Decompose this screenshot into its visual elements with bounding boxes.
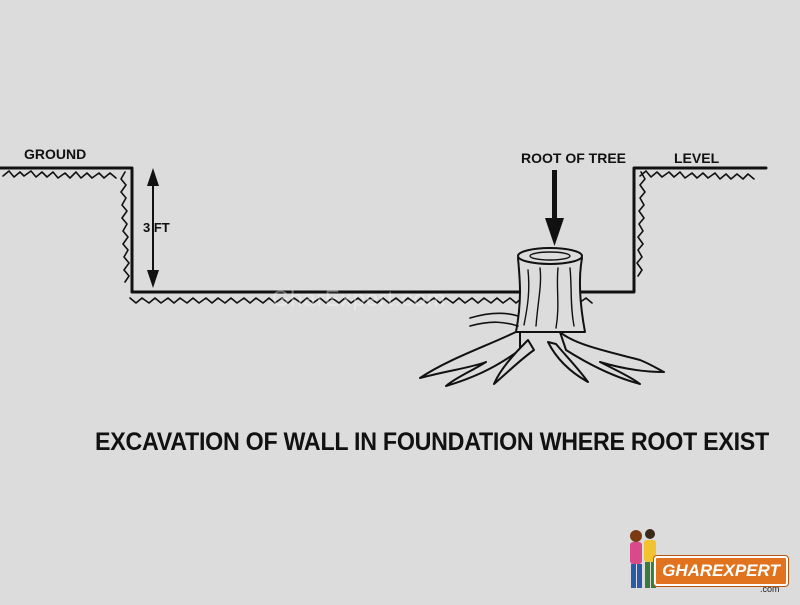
- ground-label: GROUND: [24, 146, 87, 162]
- soil-texture-right-wall: [636, 171, 646, 277]
- logo-wordmark: GHAREXPERT: [654, 556, 788, 586]
- tree-stump: [419, 247, 665, 387]
- soil-texture-left-wall: [120, 171, 130, 283]
- level-label: LEVEL: [674, 150, 720, 166]
- mascot-icon: [630, 529, 656, 588]
- soil-texture-left-top: [2, 170, 117, 179]
- trench-outline: [0, 166, 768, 294]
- depth-label: 3 FT: [143, 220, 170, 235]
- logo-domain: .com: [760, 584, 780, 594]
- root-of-tree-label: ROOT OF TREE: [521, 150, 626, 166]
- watermark-text: GharExpert.com: [272, 286, 447, 311]
- diagram-caption: EXCAVATION OF WALL IN FOUNDATION WHERE R…: [95, 428, 769, 456]
- root-arrow-head: [545, 218, 564, 246]
- depth-arrow-head-up: [147, 168, 159, 186]
- gharexpert-logo[interactable]: GHAREXPERT .com: [622, 526, 792, 596]
- soil-texture-bottom: [129, 297, 593, 304]
- soil-texture-right-top: [639, 170, 755, 180]
- root-arrow-shaft: [552, 170, 557, 222]
- depth-arrow-head-down: [147, 270, 159, 288]
